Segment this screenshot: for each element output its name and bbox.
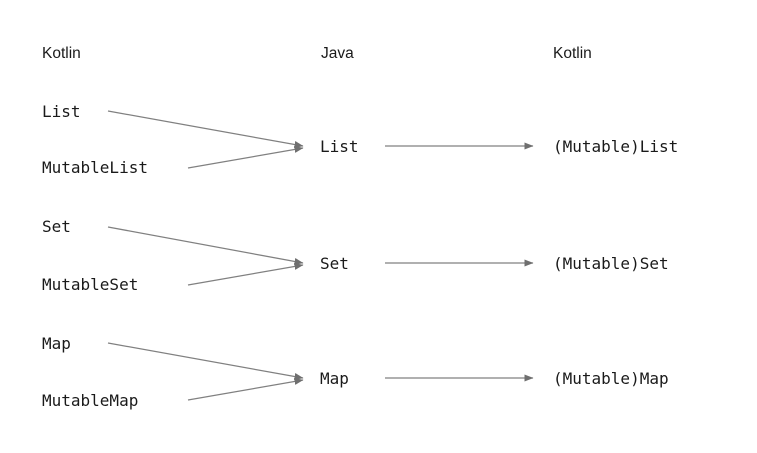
mapping-row-map: Map MutableMap Map (Mutable)Map xyxy=(42,334,669,410)
kotlin-result-list: (Mutable)List xyxy=(553,137,678,156)
column-header-kotlin-left: Kotlin xyxy=(42,45,81,62)
edge-set-to-java-set xyxy=(107,226,304,265)
column-header-kotlin-right: Kotlin xyxy=(553,45,592,62)
column-header-java: Java xyxy=(321,45,354,62)
kotlin-readonly-list: List xyxy=(42,102,81,121)
kotlin-result-set: (Mutable)Set xyxy=(553,254,669,273)
java-type-set: Set xyxy=(320,254,349,273)
edge-map-to-java-map xyxy=(107,342,304,380)
mapping-row-list: List MutableList List (Mutable)List xyxy=(42,102,678,177)
kotlin-mutable-list: MutableList xyxy=(42,158,148,177)
kotlin-mutable-set: MutableSet xyxy=(42,275,138,294)
edge-mutablemap-to-java-map xyxy=(187,378,304,401)
kotlin-readonly-set: Set xyxy=(42,217,71,236)
edge-list-to-java-list xyxy=(107,110,304,148)
edge-mutablelist-to-java-list xyxy=(187,146,304,169)
java-type-list: List xyxy=(320,137,359,156)
kotlin-readonly-map: Map xyxy=(42,334,71,353)
kotlin-mutable-map: MutableMap xyxy=(42,391,138,410)
edge-mutableset-to-java-set xyxy=(187,263,304,286)
kotlin-result-map: (Mutable)Map xyxy=(553,369,669,388)
java-type-map: Map xyxy=(320,369,349,388)
mapping-row-set: Set MutableSet Set (Mutable)Set xyxy=(42,217,669,294)
